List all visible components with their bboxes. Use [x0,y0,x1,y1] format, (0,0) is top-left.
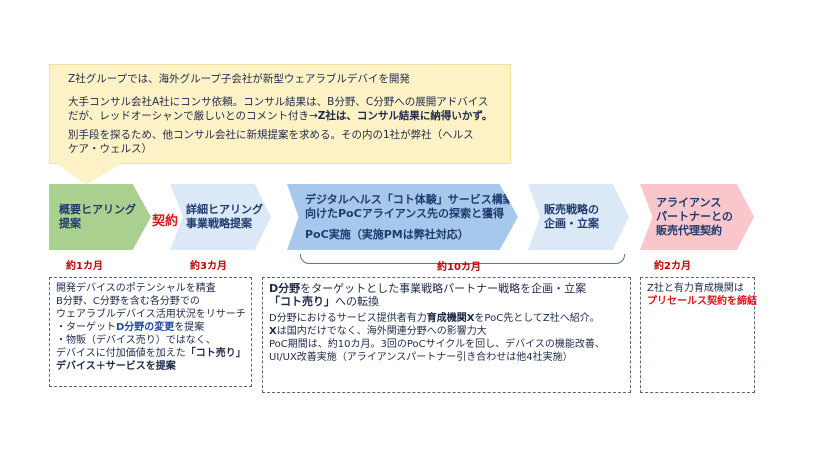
duration-2: 約3カ月 [190,261,227,272]
contract-label: 契約 [152,214,179,229]
duration-brace-left [300,254,545,264]
phase-overview-hearing: 概要ヒアリング提案 [49,184,151,250]
detail-box-contract: Z社と有力育成機関は プリセールス契約を締結 [640,277,757,393]
callout-line-4: 別手段を探るため、他コンサル会社に新規提案を求める。その内の1社が弊社（ヘルス [68,129,474,141]
phase-poc-sub: PoC実施（実施PMは弊社対応） [305,227,469,241]
detail-box-proposal: 開発デバイスのポテンシャルを精査 B分野、C分野を含む各分野での ウェアラブルデ… [49,277,252,387]
phase-detailed-hearing: 詳細ヒアリング事業戦略提案 [170,184,271,250]
callout-line-3: だが、レッドオーシャンで厳しいとのコメント付き→Z社は、コンサル結果に納得いかず… [68,110,493,122]
callout-line-2: 大手コンサル会社A社にコンサ依頼。コンサル結果は、B分野、C分野への展開アドバイ… [68,96,489,108]
callout-tail [56,163,122,185]
phase-poc-alliance: デジタルヘルス「コト体験」サービス構築に向けたPoCアライアンス先の探索と獲得 … [287,184,518,250]
background-callout: Z社グループでは、海外グループ子会社が新型ウェアラブルデバイを開発 大手コンサル… [49,64,511,164]
phase-sales-strategy: 販売戦略の企画・立案 [528,184,629,250]
duration-3: 約10カ月 [437,262,481,273]
duration-1: 約1カ月 [66,261,103,272]
duration-4: 約2カ月 [654,261,691,272]
callout-line-5: ケア・ウェルス） [68,143,152,155]
detail-box-strategy: D分野をターゲットとした事業戦略パートナー戦略を企画・立案 「コト売り」への転換… [262,277,631,393]
duration-brace-right [545,254,625,264]
phase-alliance-contract: アライアンスパートナーとの販売代理契約 [640,184,754,250]
callout-line-1: Z社グループでは、海外グループ子会社が新型ウェアラブルデバイを開発 [68,73,410,85]
